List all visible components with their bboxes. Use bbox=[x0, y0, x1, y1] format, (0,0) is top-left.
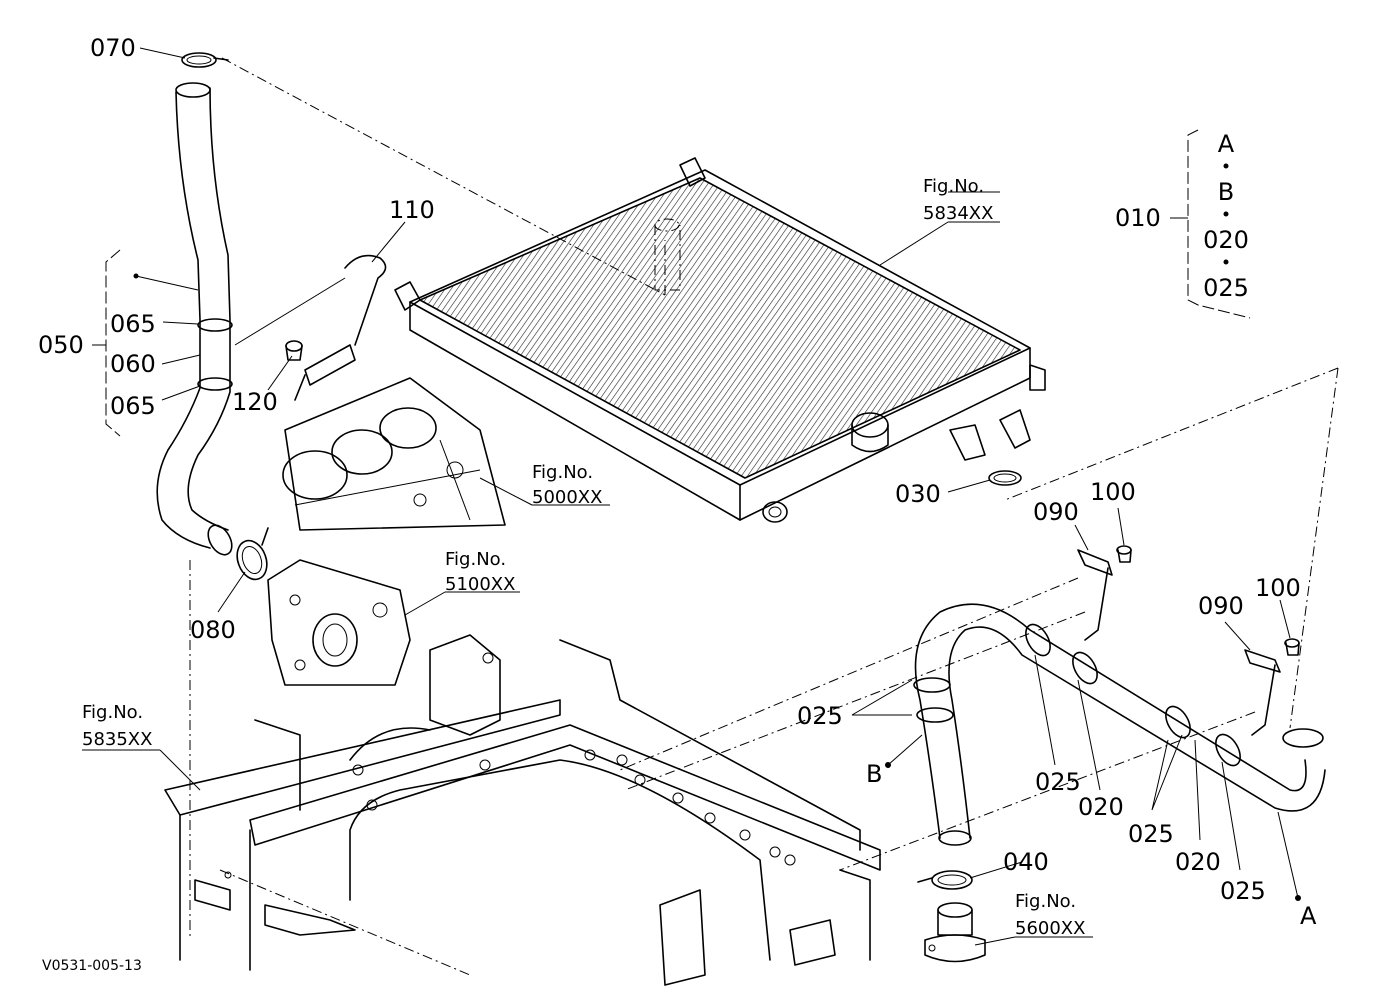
fig-5835-line2: 5835XX bbox=[82, 729, 152, 750]
label-070: 070 bbox=[90, 34, 136, 62]
upper-hose bbox=[156, 52, 269, 581]
label-020-left: 020 bbox=[1078, 793, 1124, 821]
drawing-code: V0531-005-13 bbox=[42, 958, 142, 974]
label-010: 010 bbox=[1115, 204, 1161, 232]
frame bbox=[164, 634, 881, 986]
label-065-upper: 065 bbox=[110, 310, 156, 338]
label-120: 120 bbox=[232, 388, 278, 416]
markers: B A bbox=[866, 760, 1317, 930]
fig-5834-line1: Fig.No. bbox=[923, 176, 984, 197]
kit-item-025: 025 bbox=[1203, 274, 1249, 302]
fig-5000-line2: 5000XX bbox=[532, 487, 602, 508]
fig-5100-line1: Fig.No. bbox=[445, 549, 506, 570]
marker-a: A bbox=[1300, 902, 1317, 930]
label-025-end: 025 bbox=[1220, 877, 1266, 905]
fig-5100-line2: 5100XX bbox=[445, 574, 515, 595]
phantom-lines bbox=[189, 57, 1339, 976]
kit-bracket bbox=[1170, 129, 1251, 319]
label-100-upper: 100 bbox=[1090, 478, 1136, 506]
label-080: 080 bbox=[190, 616, 236, 644]
part-number-labels: 070 110 065 050 060 065 120 080 030 090 … bbox=[38, 34, 1301, 905]
label-090-upper: 090 bbox=[1033, 498, 1079, 526]
label-025-mid: 025 bbox=[1035, 768, 1081, 796]
label-100-lower: 100 bbox=[1255, 574, 1301, 602]
figure-references: Fig.No. 5834XX Fig.No. 5000XX Fig.No. 51… bbox=[82, 176, 1085, 939]
label-050: 050 bbox=[38, 331, 84, 359]
kit-item-b: B bbox=[1218, 178, 1234, 206]
label-025-right: 025 bbox=[1128, 820, 1174, 848]
radiator bbox=[394, 157, 1046, 523]
leader-lines bbox=[82, 47, 1301, 946]
kit-item-020: 020 bbox=[1203, 226, 1249, 254]
water-pump-housing bbox=[267, 559, 411, 686]
fig-5600-line1: Fig.No. bbox=[1015, 891, 1076, 912]
label-030: 030 bbox=[895, 480, 941, 508]
label-110: 110 bbox=[389, 196, 435, 224]
fig-5000-line1: Fig.No. bbox=[532, 462, 593, 483]
engine-block bbox=[282, 377, 506, 531]
label-025-left: 025 bbox=[797, 702, 843, 730]
label-020-right: 020 bbox=[1175, 848, 1221, 876]
fig-5834-line2: 5834XX bbox=[923, 203, 993, 224]
thermostat-housing bbox=[924, 902, 986, 963]
fig-5835-line1: Fig.No. bbox=[82, 702, 143, 723]
fig-5600-line2: 5600XX bbox=[1015, 918, 1085, 939]
kit-010-contents: A B 020 025 bbox=[1203, 130, 1249, 302]
kit-item-a: A bbox=[1218, 130, 1235, 158]
marker-b: B bbox=[866, 760, 882, 788]
label-040: 040 bbox=[1003, 848, 1049, 876]
label-065-lower: 065 bbox=[110, 392, 156, 420]
label-090-lower: 090 bbox=[1198, 592, 1244, 620]
bracket-110 bbox=[285, 254, 387, 401]
label-060: 060 bbox=[110, 350, 156, 378]
lower-hose bbox=[913, 470, 1326, 890]
